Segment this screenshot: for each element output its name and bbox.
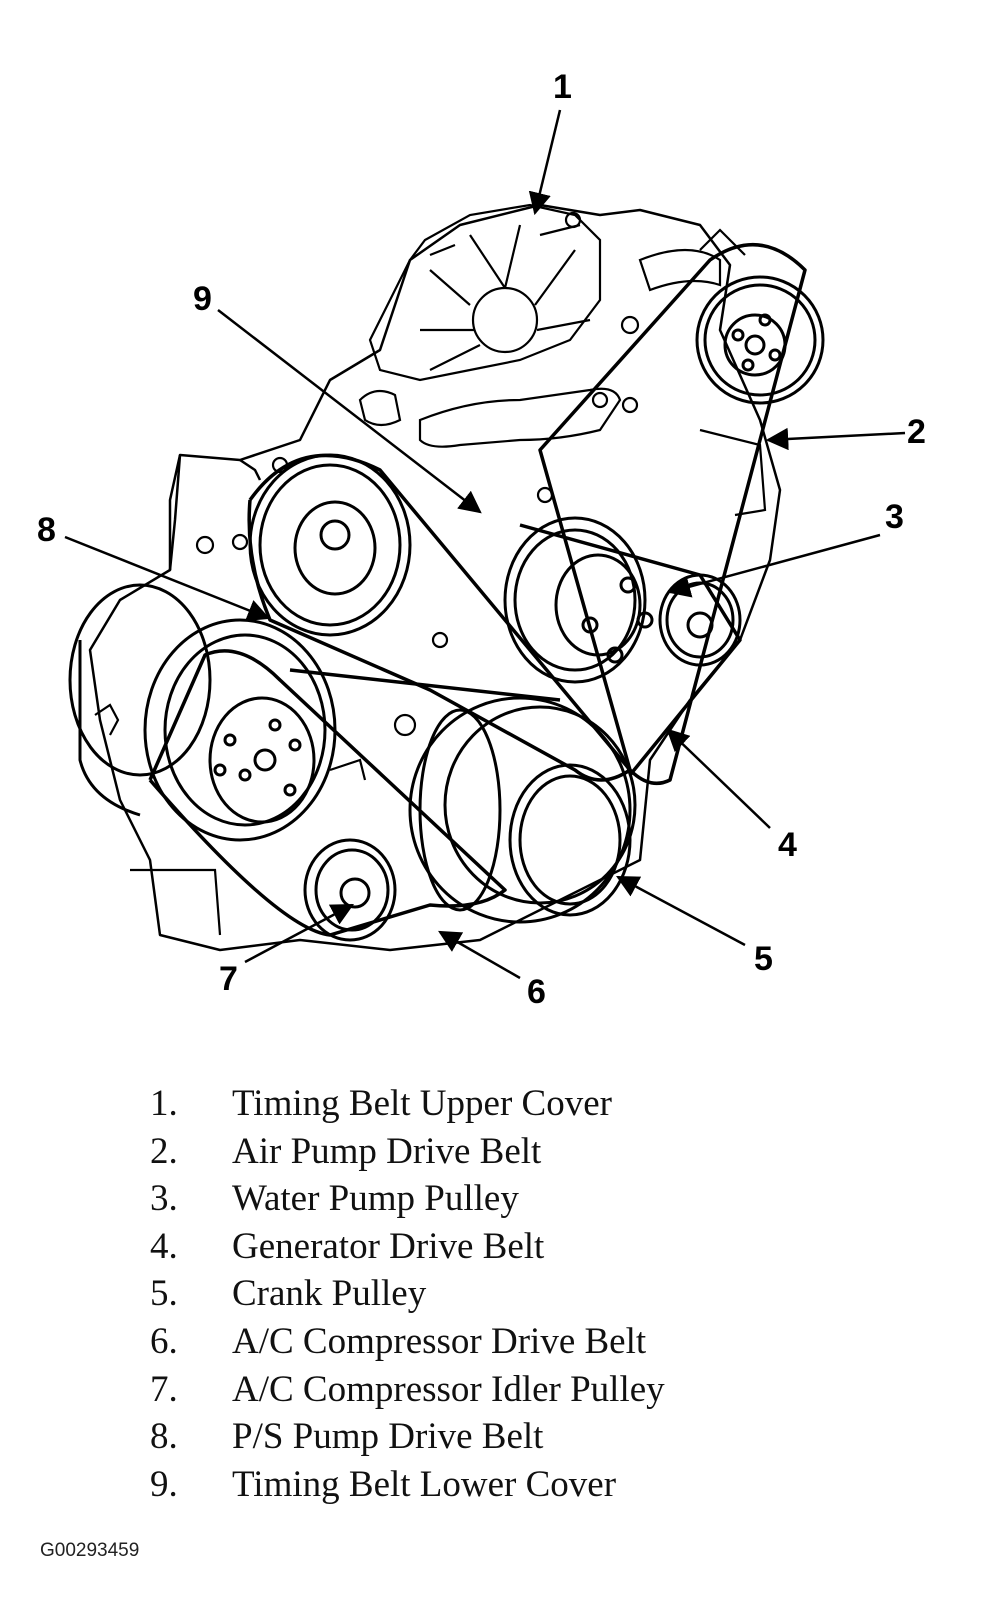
legend-label: Timing Belt Upper Cover — [232, 1083, 612, 1124]
legend-number: 2. — [150, 1130, 178, 1172]
legend-item: 5. Crank Pulley — [150, 1270, 665, 1318]
engine-block — [88, 203, 782, 952]
figure-id: G00293459 — [40, 1540, 140, 1561]
callout-4: 4 — [778, 826, 797, 864]
legend-item: 8. P/S Pump Drive Belt — [150, 1413, 665, 1461]
legend-item: 2. Air Pump Drive Belt — [150, 1128, 665, 1176]
legend-label: A/C Compressor Idler Pulley — [232, 1368, 665, 1410]
parts-legend: 1. Timing Belt Upper Cover 2. Air Pump Dri… — [150, 1080, 665, 1508]
callout-7: 7 — [219, 960, 238, 998]
legend-item: 4. Generator Drive Belt — [150, 1223, 665, 1271]
engine-belt-diagram — [64, 109, 906, 980]
legend-item: 3. Water Pump Pulley — [150, 1175, 665, 1223]
water-pump-pulley — [503, 516, 654, 684]
legend-item: 7. A/C Compressor Idler Pulley — [150, 1366, 665, 1414]
legend-label: P/S Pump Drive Belt — [232, 1416, 544, 1458]
ac-compressor — [68, 583, 337, 842]
legend-label: Timing Belt Lower Cover — [232, 1463, 617, 1505]
drive-belts — [148, 242, 807, 937]
crank-pulley — [408, 696, 637, 924]
legend-item: 1. Timing Belt Upper Cover — [150, 1080, 665, 1128]
callout-8: 8 — [37, 511, 56, 549]
callout-9: 9 — [193, 280, 212, 318]
callout-6: 6 — [527, 973, 546, 1011]
legend-number: 9. — [150, 1463, 178, 1505]
legend-label: Crank Pulley — [232, 1273, 427, 1315]
callout-leaders — [64, 109, 906, 980]
engine-hoses — [130, 228, 767, 936]
legend-number: 7. — [150, 1368, 178, 1410]
callout-5: 5 — [754, 940, 773, 978]
legend-item: 6. A/C Compressor Drive Belt — [150, 1318, 665, 1366]
legend-label: Water Pump Pulley — [232, 1178, 519, 1220]
legend-number: 1. — [150, 1083, 178, 1124]
callout-2: 2 — [907, 413, 926, 451]
callout-3: 3 — [885, 498, 904, 536]
legend-number: 4. — [150, 1225, 178, 1267]
legend-label: A/C Compressor Drive Belt — [232, 1320, 647, 1362]
timing-belt-upper-cover — [368, 203, 602, 382]
legend-label: Air Pump Drive Belt — [232, 1130, 542, 1172]
legend-label: Generator Drive Belt — [232, 1225, 545, 1267]
legend-number: 6. — [150, 1320, 178, 1362]
legend-number: 8. — [150, 1416, 178, 1458]
ps-pump-pulley — [248, 453, 412, 637]
air-pump-pulley — [695, 275, 825, 405]
legend-number: 3. — [150, 1178, 178, 1220]
legend-number: 5. — [150, 1273, 178, 1315]
legend-item: 9. Timing Belt Lower Cover — [150, 1461, 665, 1509]
callout-1: 1 — [553, 68, 572, 106]
ac-idler-pulley — [303, 838, 397, 942]
